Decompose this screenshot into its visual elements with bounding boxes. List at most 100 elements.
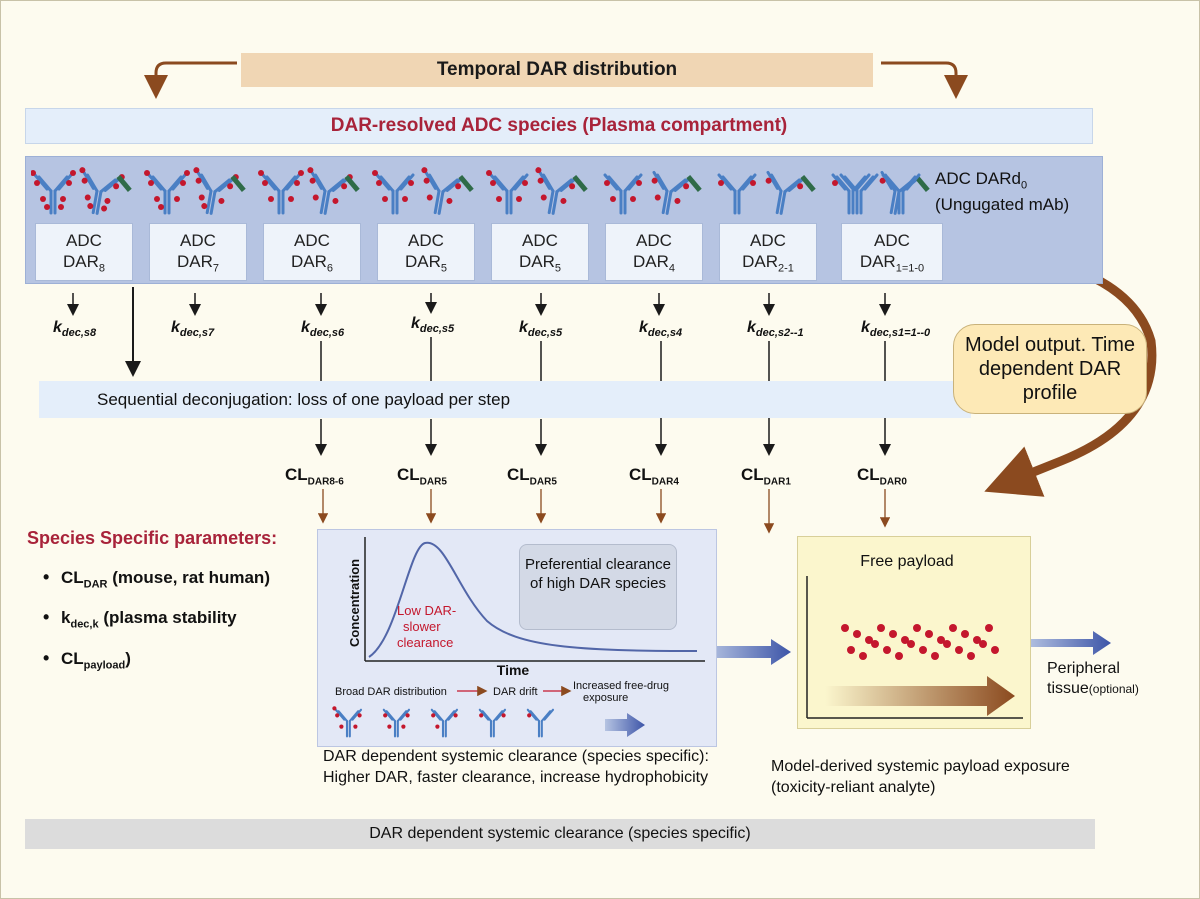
flow-step-1: Broad DAR distribution bbox=[335, 686, 447, 698]
antibody-icon bbox=[382, 708, 411, 738]
antibody-icon bbox=[526, 708, 555, 738]
panel-link-arrow bbox=[705, 639, 791, 665]
antibody-icon bbox=[31, 170, 76, 215]
sequential-deconjugation-bar: Sequential deconjugation: loss of one pa… bbox=[39, 381, 971, 418]
payload-dot bbox=[847, 646, 855, 654]
antibody-icon bbox=[765, 170, 805, 215]
antibody-icon bbox=[372, 170, 415, 215]
antibody-icon bbox=[421, 167, 463, 215]
antibody-icon bbox=[79, 167, 125, 215]
payload-dot bbox=[871, 640, 879, 648]
curve-label-2: slower bbox=[403, 619, 441, 634]
kdec-s2-1-label: kdec,s2--1 bbox=[747, 319, 804, 340]
antibody-icon bbox=[307, 167, 353, 215]
payload-dot bbox=[925, 630, 933, 638]
payload-dot bbox=[991, 646, 999, 654]
payload-dot bbox=[955, 646, 963, 654]
payload-dot bbox=[913, 624, 921, 632]
cl-dar8-6-label: CLDAR8-6 bbox=[285, 465, 344, 488]
antibody-icon bbox=[332, 706, 363, 738]
kdec-s1-label: kdec,s1=1--0 bbox=[861, 319, 931, 340]
temporal-banner: Temporal DAR distribution bbox=[241, 53, 873, 87]
kdec-s5a-label: kdec,s5 bbox=[411, 315, 455, 336]
cl-dar4-label: CLDAR4 bbox=[629, 465, 679, 488]
kdec-s8-label: kdec,s8 bbox=[53, 319, 97, 340]
antibody-icon bbox=[651, 170, 691, 215]
cl-dar5a-label: CLDAR5 bbox=[397, 465, 447, 488]
payload-dot bbox=[985, 624, 993, 632]
antibody-icon bbox=[144, 170, 190, 215]
curve-label-3: clearance bbox=[397, 635, 453, 650]
bottom-banner: DAR dependent systemic clearance (specie… bbox=[25, 819, 1095, 849]
temporal-left-arrow bbox=[144, 61, 237, 99]
payload-dot bbox=[943, 640, 951, 648]
antibody-icon bbox=[486, 170, 529, 215]
species-params-title: Species Specific parameters: bbox=[27, 528, 278, 548]
payload-cluster bbox=[841, 624, 999, 660]
antibody-icon bbox=[603, 173, 643, 215]
param-cl-payload: CLpayload) bbox=[43, 642, 313, 682]
payload-dot bbox=[949, 624, 957, 632]
payload-dot bbox=[841, 624, 849, 632]
left-panel-caption: DAR dependent systemic clearance (specie… bbox=[323, 748, 709, 786]
exposure-arrow bbox=[825, 676, 1015, 716]
antibody-illustrations bbox=[31, 167, 930, 215]
preferential-clearance-box: Preferential clearance of high DAR speci… bbox=[519, 544, 677, 630]
kdec-arrows bbox=[67, 287, 891, 456]
antibody-icon bbox=[193, 167, 239, 215]
payload-dot bbox=[961, 630, 969, 638]
payload-dot bbox=[919, 646, 927, 654]
antibody-icon bbox=[839, 173, 879, 215]
antibody-icon bbox=[258, 170, 304, 215]
payload-dot bbox=[859, 652, 867, 660]
flow-step-2: DAR drift bbox=[493, 686, 538, 698]
antibody-icon bbox=[831, 173, 871, 215]
payload-dot bbox=[895, 652, 903, 660]
kdec-s6-label: kdec,s6 bbox=[301, 319, 345, 340]
param-cl-dar: CLDAR (mouse, rat human) bbox=[43, 561, 313, 601]
antibody-icon bbox=[717, 173, 757, 215]
free-payload-title: Free payload bbox=[860, 553, 953, 570]
antibody-icon bbox=[881, 173, 921, 215]
x-axis-label: Time bbox=[497, 662, 530, 678]
curve-label-1: Low DAR- bbox=[397, 603, 456, 618]
clearance-plot: Concentration Time Low DAR- slower clear… bbox=[332, 537, 705, 738]
payload-dot bbox=[907, 640, 915, 648]
y-axis-label: Concentration bbox=[347, 559, 362, 647]
flow-step-3b: exposure bbox=[583, 692, 628, 704]
payload-dot bbox=[901, 636, 909, 644]
cl-dar0-label: CLDAR0 bbox=[857, 465, 907, 488]
antibody-icon bbox=[879, 170, 919, 215]
param-kdec: kdec,k (plasma stability bbox=[43, 601, 313, 641]
free-payload-plot: Free payload bbox=[806, 553, 1023, 719]
concentration-curve bbox=[368, 541, 698, 658]
payload-dot bbox=[883, 646, 891, 654]
payload-dot bbox=[889, 630, 897, 638]
cl-arrows bbox=[317, 489, 891, 534]
payload-dot bbox=[967, 652, 975, 660]
flow-step-3a: Increased free-drug bbox=[573, 680, 669, 692]
antibody-icon bbox=[535, 167, 577, 215]
payload-dot bbox=[865, 636, 873, 644]
kdec-s4-label: kdec,s4 bbox=[639, 319, 683, 340]
kdec-s7-label: kdec,s7 bbox=[171, 319, 215, 340]
temporal-right-arrow bbox=[881, 61, 968, 99]
right-panel-caption: Model-derived systemic payload exposure … bbox=[771, 758, 1070, 796]
species-params-list: CLDAR (mouse, rat human) kdec,k (plasma … bbox=[43, 561, 313, 682]
cl-dar5b-label: CLDAR5 bbox=[507, 465, 557, 488]
payload-dot bbox=[853, 630, 861, 638]
payload-dot bbox=[937, 636, 945, 644]
payload-dot bbox=[979, 640, 987, 648]
model-output-box: Model output. Time dependent DAR profile bbox=[953, 324, 1147, 414]
peripheral-tissue-label: Peripheral tissue(optional) bbox=[1047, 660, 1139, 697]
payload-dot bbox=[931, 652, 939, 660]
